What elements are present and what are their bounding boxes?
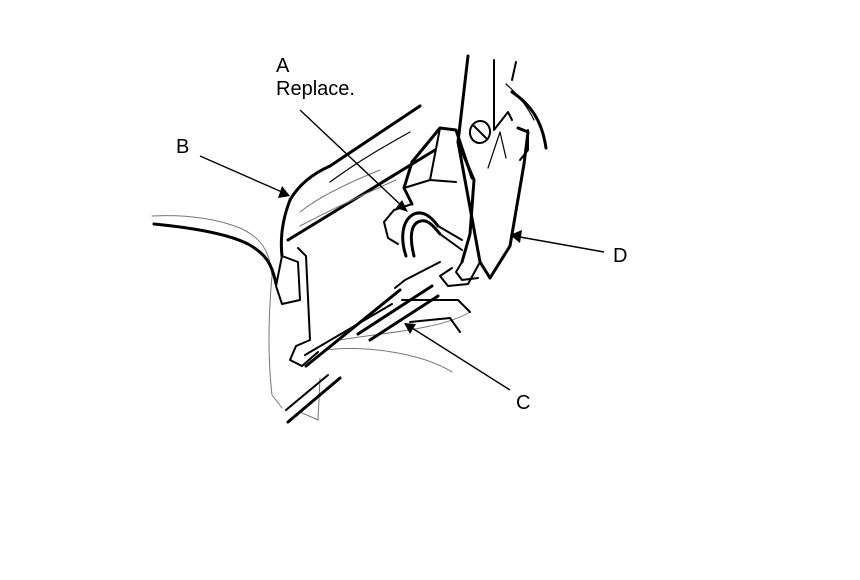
leader-d <box>510 230 605 253</box>
callout-a-note: Replace. <box>276 78 355 100</box>
leader-b <box>199 155 290 198</box>
trim-panel <box>275 104 437 367</box>
removal-tool <box>439 54 548 287</box>
panel-edge <box>152 222 278 286</box>
pin-rails <box>285 261 471 424</box>
callout-c-letter: C <box>516 392 531 414</box>
leader-a <box>299 109 408 212</box>
callout-a-letter: A <box>276 55 290 77</box>
callout-b-letter: B <box>176 136 190 158</box>
callout-d-letter: D <box>613 245 628 267</box>
wire-clip <box>383 203 463 258</box>
leader-c <box>404 323 511 391</box>
